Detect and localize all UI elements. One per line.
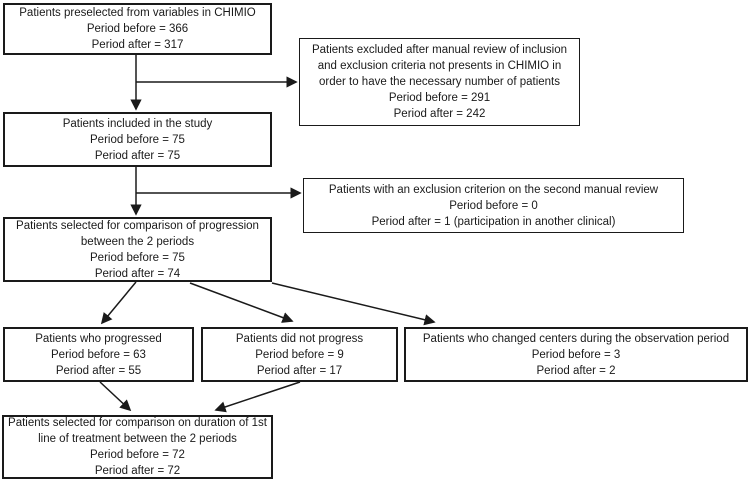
period-before-value: Period before = 366: [86, 23, 189, 35]
period-after-value: Period after = 2: [536, 364, 616, 377]
period-after-value: Period after = 75: [94, 149, 181, 162]
period-after-value: Period after = 55: [55, 364, 142, 377]
arrow-to-did-not-progress: [189, 282, 294, 323]
flow-box-excluded-second-review: Patients with an exclusion criterion on …: [303, 178, 684, 233]
period-after-value: Period after = 1 (participation in anoth…: [371, 215, 616, 228]
box-title: Patients with an exclusion criterion on …: [328, 183, 659, 196]
flow-box-excluded-manual-review: Patients excluded after manual review of…: [299, 38, 580, 126]
period-after-value: Period after = 74: [94, 267, 181, 280]
period-after-value: Period after = 72: [94, 465, 181, 477]
period-after-value: Period after = 17: [256, 364, 343, 377]
flow-box-duration-comparison: Patients selected for comparison on dura…: [2, 415, 273, 479]
flow-box-did-not-progress: Patients did not progress Period before …: [201, 327, 398, 382]
flow-box-included: Patients included in the study Period be…: [3, 112, 272, 167]
arrow-to-changed-centers: [271, 282, 436, 326]
arrow-did-not-progress-to-duration-comparison: [214, 381, 301, 413]
flow-box-progressed: Patients who progressed Period before = …: [3, 327, 194, 382]
period-before-value: Period before = 75: [90, 133, 185, 146]
period-before-value: Period before = 291: [388, 92, 491, 104]
flow-box-preselected: Patients preselected from variables in C…: [3, 3, 272, 55]
period-before-value: Period before = 63: [51, 348, 146, 361]
box-title-cont: line of treatment between the 2 periods: [38, 433, 237, 445]
box-title: Patients included in the study: [62, 117, 213, 130]
period-after-value: Period after = 317: [91, 39, 184, 51]
box-title: Patients who changed centers during the …: [422, 332, 730, 345]
period-before-value: Period before = 75: [90, 251, 185, 264]
period-before-value: Period before = 9: [255, 348, 344, 361]
flow-box-changed-centers: Patients who changed centers during the …: [404, 327, 748, 382]
period-before-value: Period before = 72: [90, 449, 185, 461]
box-title: Patients selected for comparison on dura…: [8, 417, 267, 429]
box-title: Patients selected for comparison of prog…: [16, 219, 259, 232]
arrow-progressed-to-duration-comparison: [99, 381, 132, 412]
box-title-cont: between the 2 periods: [80, 235, 195, 248]
box-title-cont: order to have the necessary number of pa…: [318, 76, 560, 88]
period-before-value: Period before = 3: [531, 348, 621, 361]
box-title: Patients did not progress: [235, 332, 364, 345]
box-title-cont: and exclusion criteria not presents in C…: [317, 60, 562, 72]
box-title: Patients excluded after manual review of…: [311, 44, 568, 56]
period-before-value: Period before = 0: [449, 199, 538, 212]
box-title: Patients preselected from variables in C…: [19, 7, 256, 19]
flow-box-progression-comparison: Patients selected for comparison of prog…: [3, 217, 272, 282]
period-after-value: Period after = 242: [393, 108, 486, 120]
box-title: Patients who progressed: [35, 332, 162, 345]
arrow-to-progressed: [100, 281, 137, 325]
